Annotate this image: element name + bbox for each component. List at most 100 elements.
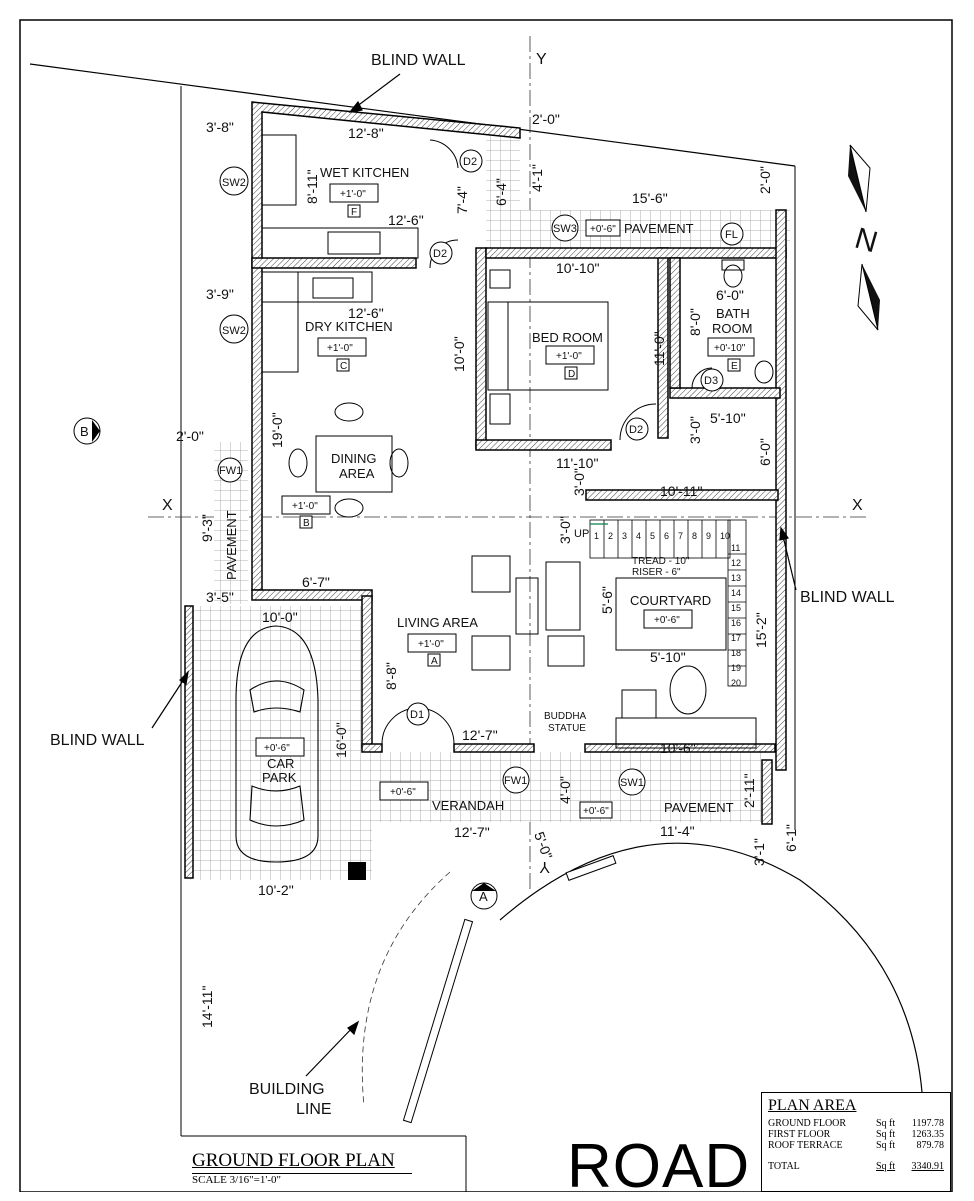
courtyard-outline bbox=[615, 577, 727, 651]
svg-text:2: 2 bbox=[608, 531, 613, 541]
site-boundary-top bbox=[29, 63, 796, 167]
drawing-scale: SCALE 3/16"=1'-0" bbox=[192, 1173, 412, 1186]
svg-text:12'-6": 12'-6" bbox=[348, 305, 384, 321]
svg-text:6'-0": 6'-0" bbox=[757, 438, 773, 466]
axis-y-label-bottom: Y bbox=[539, 858, 550, 875]
column-marker bbox=[348, 862, 366, 880]
car-park-label-1: CAR bbox=[267, 756, 294, 771]
svg-text:15'-2": 15'-2" bbox=[753, 612, 769, 648]
bed bbox=[487, 269, 609, 425]
svg-text:1: 1 bbox=[594, 531, 599, 541]
side-pavement-tiles bbox=[214, 442, 248, 604]
living-furniture bbox=[471, 555, 585, 671]
svg-text:3: 3 bbox=[622, 531, 627, 541]
bed-room-tag: D bbox=[568, 369, 575, 380]
grid-a-arrow bbox=[472, 883, 496, 891]
bath-room-label-2: ROOM bbox=[712, 321, 752, 336]
svg-text:9'-3": 9'-3" bbox=[199, 514, 215, 542]
stair-up-label: UP bbox=[574, 528, 589, 540]
dimension-labels: 3'-8" 12'-8" 2'-0" 15'-6" 12'-6" 10'-10"… bbox=[176, 111, 746, 898]
bath-room-level: +0'-10" bbox=[714, 343, 746, 354]
svg-text:18: 18 bbox=[731, 648, 741, 658]
svg-text:2'-0": 2'-0" bbox=[757, 166, 773, 194]
dry-kitchen-label: DRY KITCHEN bbox=[305, 319, 393, 334]
axis-y-label-top: Y bbox=[536, 51, 547, 68]
buddha-label-1: BUDDHA bbox=[544, 711, 587, 722]
symbol-circles bbox=[73, 149, 744, 910]
d3-symbol: D3 bbox=[704, 375, 718, 387]
svg-text:15: 15 bbox=[731, 603, 741, 613]
svg-text:7'-4": 7'-4" bbox=[454, 186, 470, 214]
staircase bbox=[589, 519, 747, 687]
stair-tread: TREAD - 10" bbox=[632, 556, 690, 567]
building-line-label-2: LINE bbox=[296, 1101, 332, 1118]
svg-text:5'-10": 5'-10" bbox=[650, 649, 686, 665]
bed-room-level: +1'-0" bbox=[556, 351, 582, 362]
dining-label-1: DINING bbox=[331, 451, 377, 466]
courtyard-level: +0'-6" bbox=[654, 615, 680, 626]
car-park-label-2: PARK bbox=[262, 770, 297, 785]
svg-text:14'-11": 14'-11" bbox=[199, 986, 215, 1028]
wet-kitchen-level: +1'-0" bbox=[340, 189, 366, 200]
svg-text:12'-8": 12'-8" bbox=[348, 125, 384, 141]
dimension-labels-vertical: 8'-11" 7'-4" 6'-4" 4'-1" 2'-0" 8'-0" 10'… bbox=[199, 164, 799, 1028]
svg-text:10'-2": 10'-2" bbox=[258, 882, 294, 898]
svg-text:3'-0": 3'-0" bbox=[557, 516, 573, 544]
svg-text:4'-1": 4'-1" bbox=[529, 164, 545, 192]
level-boxes bbox=[255, 183, 755, 819]
axis-x-label-left: X bbox=[162, 497, 173, 514]
tag-boxes bbox=[299, 204, 741, 667]
kitchen-counters bbox=[261, 134, 419, 373]
svg-text:8'-11": 8'-11" bbox=[304, 169, 320, 204]
svg-text:10: 10 bbox=[720, 531, 730, 541]
svg-text:6'-1": 6'-1" bbox=[783, 824, 799, 852]
d2-symbol-1: D2 bbox=[463, 156, 477, 168]
pavement-side-label: PAVEMENT bbox=[224, 510, 239, 580]
svg-text:2'-0": 2'-0" bbox=[176, 428, 204, 444]
svg-text:10'-0": 10'-0" bbox=[451, 336, 467, 372]
svg-text:16'-0": 16'-0" bbox=[333, 722, 349, 758]
svg-text:8'-0": 8'-0" bbox=[687, 308, 703, 336]
svg-text:3'-1": 3'-1" bbox=[751, 838, 767, 866]
svg-text:11: 11 bbox=[731, 543, 740, 553]
blind-wall-label-top: BLIND WALL bbox=[371, 52, 466, 69]
pavement-top-level: +0'-6" bbox=[590, 224, 616, 235]
stair-riser: RISER - 6" bbox=[632, 567, 681, 578]
pavement-top-label: PAVEMENT bbox=[624, 221, 694, 236]
buddha-label-2: STATUE bbox=[548, 723, 586, 734]
pointer-arrows bbox=[151, 73, 797, 1077]
bath-room-label-1: BATH bbox=[716, 306, 750, 321]
svg-text:4: 4 bbox=[636, 531, 641, 541]
svg-text:8: 8 bbox=[692, 531, 697, 541]
living-level: +1'-0" bbox=[418, 639, 444, 650]
svg-text:20: 20 bbox=[731, 678, 741, 688]
dry-kitchen-tag: C bbox=[340, 361, 347, 372]
svg-text:12'-7": 12'-7" bbox=[454, 824, 490, 840]
north-arrow-icon bbox=[848, 144, 880, 331]
fl-symbol: FL bbox=[725, 229, 738, 241]
svg-text:12'-6": 12'-6" bbox=[388, 212, 424, 228]
fw1-symbol-2: FW1 bbox=[219, 465, 242, 477]
dry-kitchen-level: +1'-0" bbox=[327, 343, 353, 354]
road-curve bbox=[499, 842, 923, 1093]
building-line-label-1: BUILDING bbox=[249, 1081, 325, 1098]
walls bbox=[184, 101, 787, 879]
svg-text:16: 16 bbox=[731, 618, 741, 628]
north-label: N bbox=[851, 222, 881, 260]
svg-text:3'-8": 3'-8" bbox=[206, 119, 234, 135]
verandah-level-2: +0'-6" bbox=[583, 806, 609, 817]
blind-wall-label-left: BLIND WALL bbox=[50, 732, 145, 749]
svg-text:2'-11": 2'-11" bbox=[741, 773, 757, 808]
svg-text:12'-7": 12'-7" bbox=[462, 727, 498, 743]
grid-b-label: B bbox=[80, 424, 89, 439]
gate-left bbox=[402, 918, 474, 1124]
svg-text:4'-0": 4'-0" bbox=[557, 776, 573, 804]
drawing-border bbox=[19, 19, 953, 1192]
car-park-level: +0'-6" bbox=[264, 743, 290, 754]
gate-right bbox=[565, 855, 617, 881]
dining-tag: B bbox=[303, 518, 310, 529]
plan-area-title: PLAN AREA bbox=[768, 1097, 857, 1114]
